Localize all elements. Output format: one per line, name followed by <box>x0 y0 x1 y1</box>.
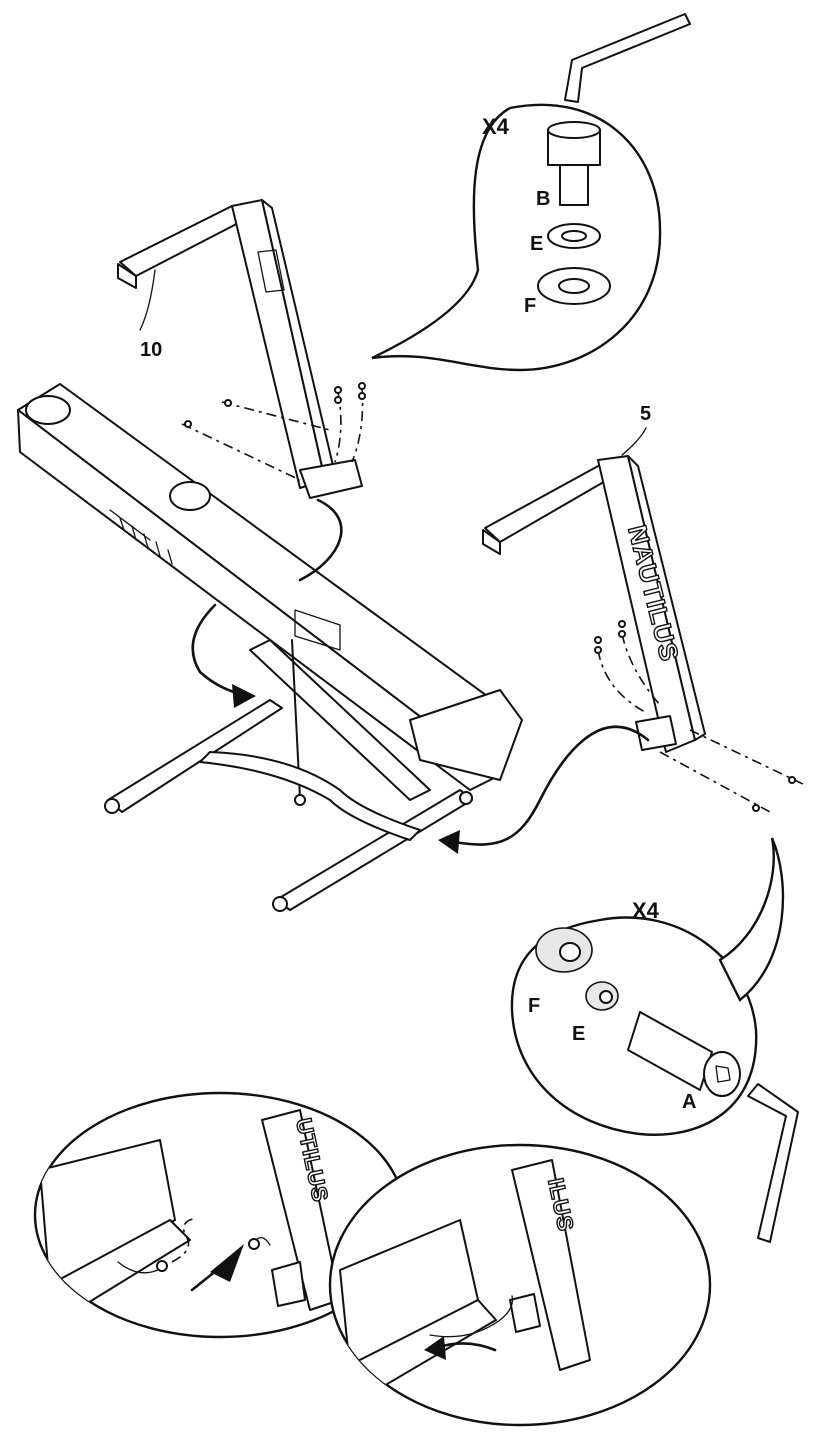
detail-right-upright <box>511 1159 591 1371</box>
left-upright-bracket <box>299 459 363 499</box>
washer <box>358 382 366 390</box>
part-number-10: 10 <box>140 339 162 361</box>
bolt-head <box>224 399 232 407</box>
washer <box>334 396 342 404</box>
bolt-path-5 <box>597 649 646 713</box>
washer <box>594 636 602 644</box>
bolt-head <box>184 420 192 428</box>
right-upright-bracket <box>635 715 677 751</box>
upright-cable-left <box>298 498 343 582</box>
bolt-path-1 <box>221 401 331 431</box>
washer <box>334 386 342 394</box>
strut-foot <box>294 794 306 806</box>
upright-cable-right <box>453 725 650 846</box>
lock-washer-e-bottom-hole <box>599 990 613 1004</box>
detail-right-bracket <box>509 1293 541 1333</box>
part-label-f-top: F <box>524 295 536 317</box>
side-control-block <box>294 609 341 651</box>
base-right-rail <box>275 789 473 911</box>
part-label-f-bottom: F <box>528 995 540 1017</box>
detail-cable-disconnected: UTILUS <box>33 1091 407 1339</box>
flat-washer-f-bottom-hole <box>559 942 581 962</box>
bolt-path-7 <box>689 729 806 786</box>
connected-arrow-head <box>424 1336 446 1360</box>
base-wheel <box>459 791 473 805</box>
detail-right-cable <box>429 1295 514 1338</box>
lock-washer-e-hole <box>561 230 587 242</box>
connection-path <box>171 1217 197 1263</box>
right-handlebar-end <box>482 529 501 555</box>
detail-left-deck <box>39 1139 176 1291</box>
connect-arrow-shaft <box>190 1256 234 1292</box>
part-label-b: B <box>536 188 550 210</box>
leader-line-5 <box>621 427 647 456</box>
incline-teeth <box>109 509 173 565</box>
washer <box>618 620 626 628</box>
treadmill-frame <box>17 383 523 912</box>
roller-housing <box>169 481 211 511</box>
bolt-path-2 <box>181 423 301 481</box>
cable-connector <box>156 1260 168 1272</box>
bolt-a-shank <box>627 1011 713 1091</box>
callout-bubble-top <box>371 103 662 372</box>
bolt-a-head <box>703 1051 741 1097</box>
left-handlebar <box>119 205 249 277</box>
bolt-path-8 <box>659 751 771 813</box>
cable-connector <box>248 1238 260 1250</box>
bolt-b-top <box>547 121 601 139</box>
washer <box>752 804 760 812</box>
right-handlebar <box>484 464 615 543</box>
cable-arrow-head <box>438 830 460 854</box>
base-cross-bar <box>199 751 421 841</box>
part-label-e-top: E <box>530 233 543 255</box>
flat-washer-f-hole <box>558 278 590 294</box>
front-motor-cover <box>25 395 71 425</box>
bottom-detail-bubble: X4 F E A <box>510 837 799 1243</box>
rear-end-cap <box>409 689 523 781</box>
right-upright-assembly: NAUTILUS 5 <box>438 403 806 854</box>
top-detail-bubble: B E F X4 <box>371 13 691 372</box>
left-handlebar-end <box>117 263 137 289</box>
bolt-b-shank <box>559 164 589 206</box>
detail-cable-connected: ILUS <box>328 1143 712 1427</box>
part-number-5: 5 <box>640 403 651 425</box>
left-upright-label-plate <box>257 249 285 293</box>
quantity-label-bottom: X4 <box>632 898 660 923</box>
callout-bubble-tail <box>718 837 785 1002</box>
part-label-e-bottom: E <box>572 1023 585 1045</box>
base-wheel <box>272 896 288 912</box>
washer <box>594 646 602 654</box>
leader-line-10 <box>139 269 156 331</box>
bolt-a-hex-socket <box>715 1065 731 1083</box>
left-upright-assembly: 10 <box>117 199 366 499</box>
rotation-arrow <box>191 603 247 697</box>
hex-key-top <box>564 13 691 103</box>
bolt-path-6 <box>621 633 661 706</box>
quantity-label-top: X4 <box>482 114 510 139</box>
base-wheel <box>104 798 120 814</box>
detail-left-bracket <box>271 1261 306 1307</box>
right-upright-side <box>627 455 706 741</box>
part-label-a: A <box>682 1091 696 1113</box>
hex-key-bottom <box>747 1083 799 1243</box>
rotation-arrow-head <box>232 684 256 708</box>
washer <box>788 776 796 784</box>
washer <box>358 392 366 400</box>
treadmill-deck-side <box>17 409 499 791</box>
washer <box>618 630 626 638</box>
